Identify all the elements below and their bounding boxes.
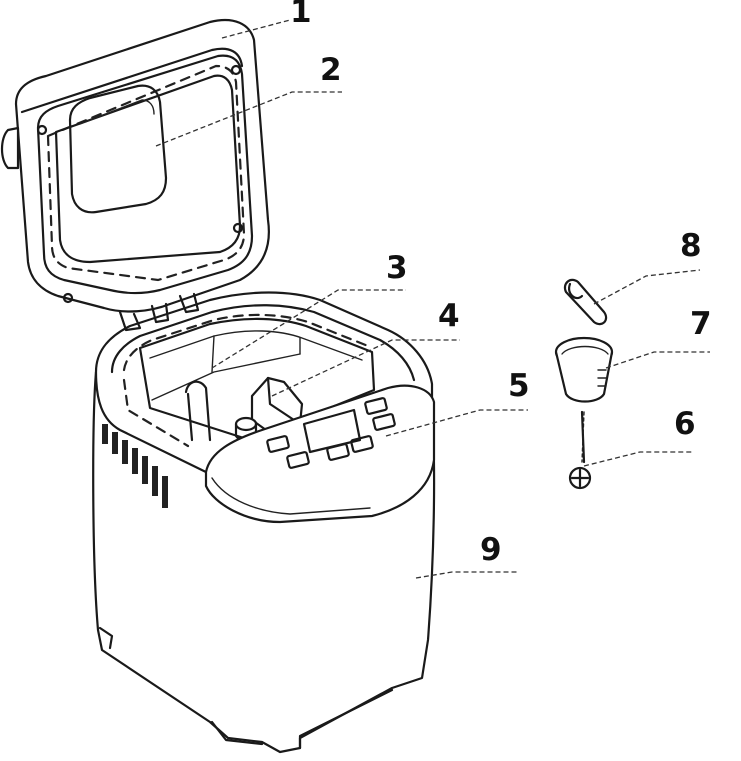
panel-button bbox=[350, 435, 374, 453]
panel-button bbox=[364, 397, 388, 415]
leader-lines bbox=[155, 19, 710, 579]
bread-pan bbox=[138, 317, 376, 442]
leader-4 bbox=[271, 339, 460, 397]
panel-button bbox=[286, 451, 310, 469]
callout-7: 7 bbox=[690, 306, 712, 342]
leader-6 bbox=[583, 451, 692, 467]
kneading-paddle bbox=[234, 376, 304, 442]
leader-5 bbox=[385, 409, 528, 437]
callout-6: 6 bbox=[674, 406, 696, 442]
leader-8 bbox=[593, 269, 701, 305]
leader-1 bbox=[221, 19, 291, 39]
callout-1: 1 bbox=[290, 0, 312, 30]
panel-button bbox=[372, 413, 396, 431]
panel-button bbox=[326, 443, 350, 461]
callout-8: 8 bbox=[680, 228, 702, 264]
side-vent-grill bbox=[102, 424, 168, 508]
leader-7 bbox=[605, 351, 710, 369]
control-panel bbox=[204, 384, 436, 524]
callout-4: 4 bbox=[438, 298, 460, 334]
viewing-window bbox=[68, 84, 168, 214]
leader-2 bbox=[155, 91, 342, 147]
leader-9 bbox=[415, 571, 518, 579]
hook-tool bbox=[563, 278, 608, 326]
leader-3 bbox=[211, 289, 406, 369]
measuring-spoon bbox=[568, 410, 592, 490]
lid bbox=[0, 18, 270, 332]
callout-numbers: 1 2 3 4 5 6 7 8 9 bbox=[290, 0, 712, 568]
callout-3: 3 bbox=[386, 250, 408, 286]
callout-9: 9 bbox=[480, 532, 502, 568]
lid-hinge bbox=[0, 126, 20, 170]
panel-button bbox=[266, 435, 290, 453]
measuring-cup bbox=[554, 336, 614, 403]
callout-2: 2 bbox=[320, 52, 342, 88]
lcd-display bbox=[302, 408, 362, 454]
callout-5: 5 bbox=[508, 368, 530, 404]
